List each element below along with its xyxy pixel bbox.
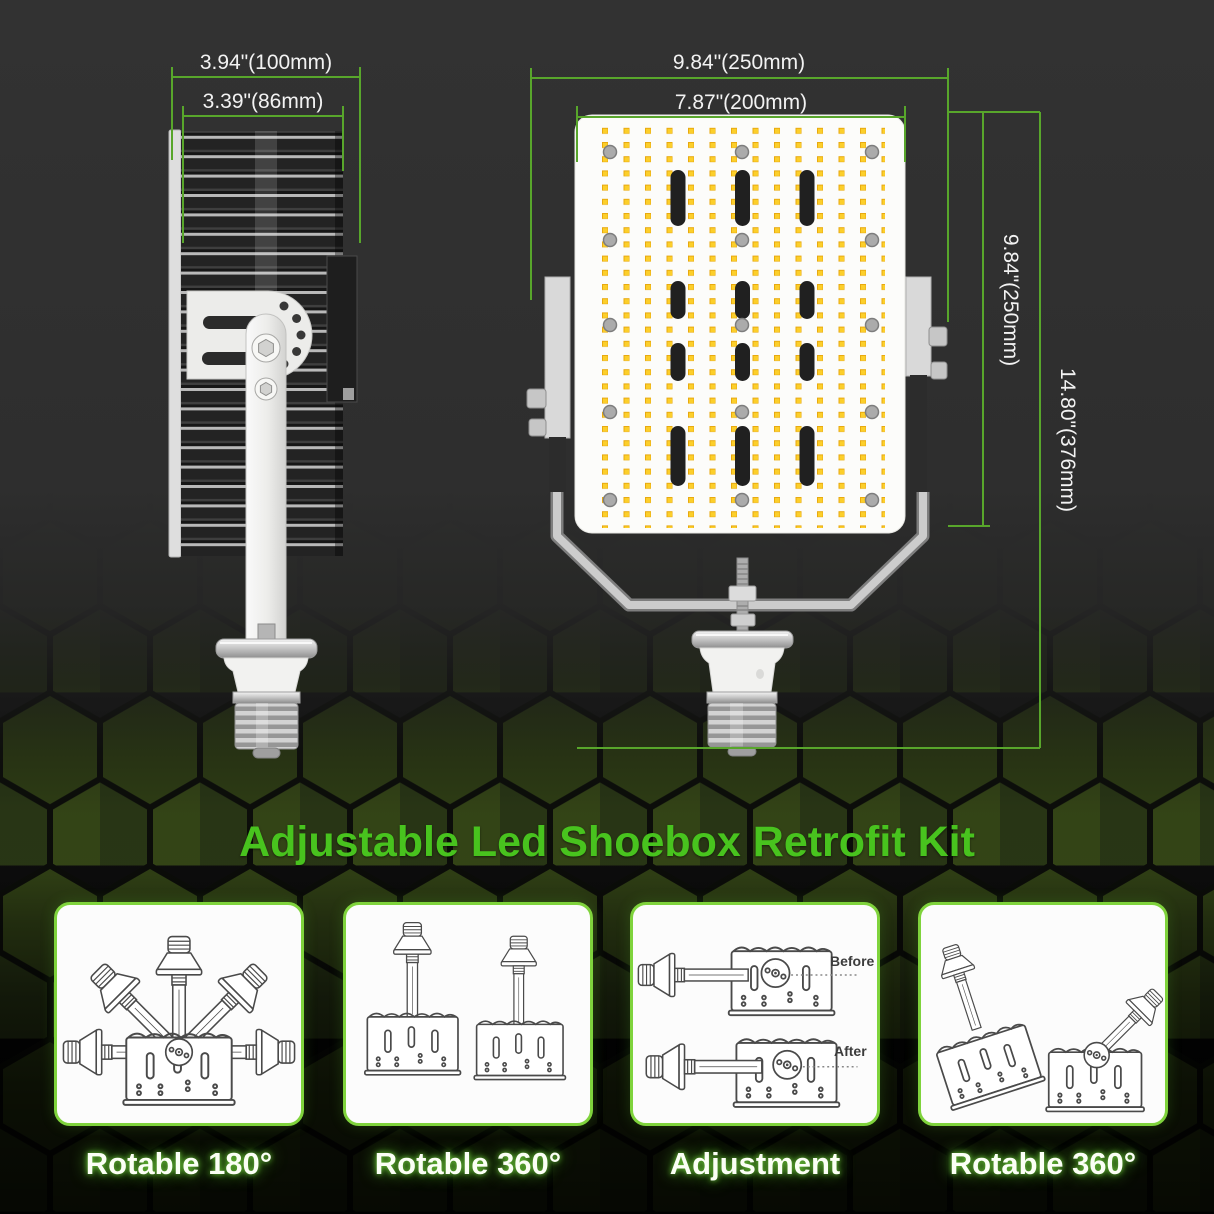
card-rotable-360-tilt [918,902,1168,1126]
card-adjustment: Before After [630,902,880,1126]
fan-rotation-drawing [62,935,296,1106]
dim-front-panel-height: 9.84"(250mm) [999,234,1022,366]
feature-label-rotable-360-a: Rotable 360° [374,1146,562,1181]
dim-front-overall-height: 14.80"(376mm) [1056,368,1079,512]
panel-screws [602,144,880,508]
side-view-product [168,129,358,759]
page-title: Adjustable Led Shoebox Retrofit Kit [239,818,975,866]
feature-label-rotable-180: Rotable 180° [85,1146,273,1181]
vertical-rotation-drawing [363,921,567,1081]
before-label: Before [830,953,875,969]
mounting-arm [245,313,287,651]
threaded-rod [728,557,757,631]
after-label: After [834,1043,867,1059]
dim-side-overall-width: 3.94"(100mm) [200,51,332,74]
junction-box [326,255,358,403]
card-rotable-360-vertical [343,902,593,1126]
tilt-rotation-drawing [931,940,1165,1113]
feature-label-adjustment: Adjustment [669,1146,841,1181]
card-rotable-180 [54,902,304,1126]
led-panel [574,114,906,534]
front-view-product [526,114,948,757]
dim-side-body-width: 3.39"(86mm) [203,90,324,113]
screw-base-side [215,623,318,759]
dim-front-overall-width: 9.84"(250mm) [673,51,805,74]
vent-slots [670,170,815,486]
dimension-lines [171,67,1041,749]
before-after-drawing [637,946,858,1108]
feature-label-rotable-360-b: Rotable 360° [949,1146,1137,1181]
dim-front-panel-width: 7.87"(200mm) [675,91,807,114]
screw-base-front [691,630,794,757]
